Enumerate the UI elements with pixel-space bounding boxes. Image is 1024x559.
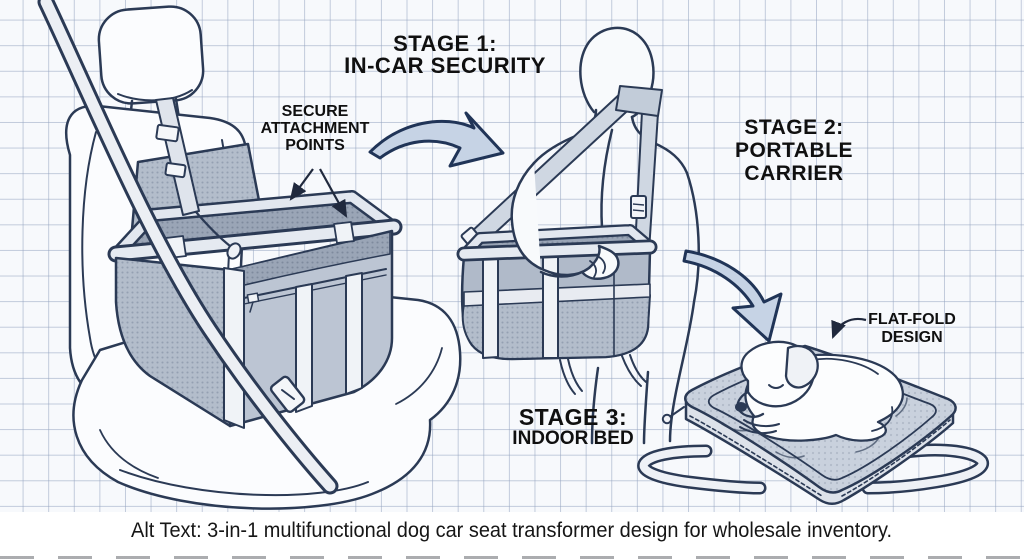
secure-attachment-label: SECURE ATTACHMENT POINTS [260,103,370,154]
stage1-label: STAGE 1: IN-CAR SECURITY [285,33,605,77]
flat-fold-label: FLAT-FOLD DESIGN [868,311,956,346]
attachment-pointer-arrows [289,168,348,218]
diagram-artwork [37,0,989,510]
stage1-line1: STAGE 1: [393,31,497,56]
sleeping-dog-illustration [735,340,905,442]
transform-arrow-2-icon [682,249,783,343]
flatfold-pointer-arrow [831,317,867,340]
seatbelt-strap [37,0,339,495]
stage2-label: STAGE 2: PORTABLE CARRIER [735,116,853,185]
portable-carrier-illustration [456,224,658,395]
transform-arrow-1-icon [368,111,505,168]
alt-text-caption: Alt Text: 3-in-1 multifunctional dog car… [131,519,893,542]
stage3-label: STAGE 3: INDOOR BED [512,404,634,449]
stage1-line2: IN-CAR SECURITY [344,53,546,78]
caption-strip: Alt Text: 3-in-1 multifunctional dog car… [0,512,1024,559]
diagram-canvas: STAGE 1: IN-CAR SECURITY SECURE ATTACHME… [0,0,1024,512]
person-arm [510,161,620,280]
bottom-edge-decoration [0,556,1024,559]
